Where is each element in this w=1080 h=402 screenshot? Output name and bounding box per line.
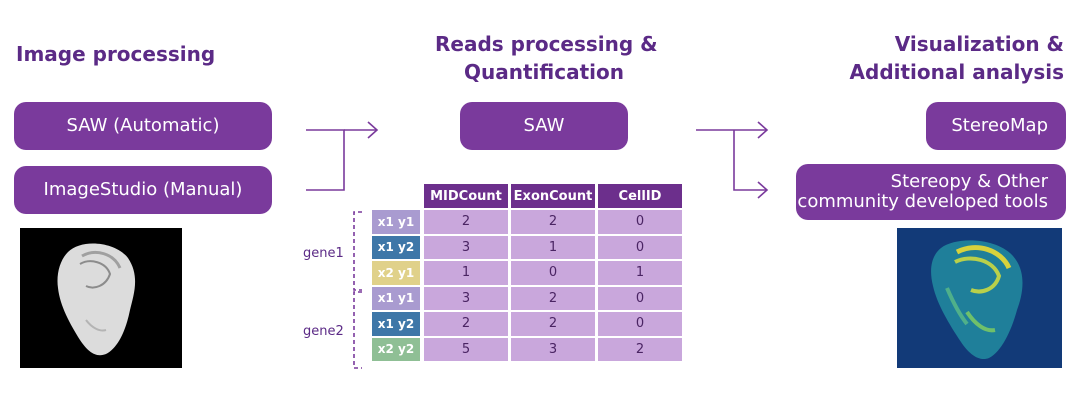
title-image-processing: Image processing [16,42,216,66]
tissue-heatmap-shape [931,240,1023,360]
matrix-row-label: x2 y2 [372,337,420,361]
matrix-cell: 3 [424,235,508,259]
matrix-row-label: x1 y1 [372,210,420,234]
stereopy-box: Stereopy & Other community developed too… [796,164,1066,220]
saw-box: SAW [460,102,628,150]
imagestudio-label: ImageStudio (Manual) [43,179,243,200]
matrix-header-exoncount: ExonCount [511,184,595,208]
matrix-cell: 0 [598,312,682,336]
matrix-row-label: x1 y2 [372,312,420,336]
title-vis-line1: Visualization & [894,32,1064,56]
matrix-header-cellid: CellID [598,184,682,208]
tissue-grayscale-image [20,228,182,368]
gene1-label: gene1 [303,246,344,261]
matrix-cell: 2 [511,312,595,336]
tissue-heatmap-image [897,228,1062,368]
stereopy-label-line2: community developed tools [797,191,1048,212]
matrix-cell: 3 [511,337,595,361]
saw-label: SAW [523,115,565,136]
matrix-cell: 5 [424,337,508,361]
saw-automatic-box: SAW (Automatic) [14,102,272,150]
right-arrow-bottom-line [733,130,766,191]
gene2-label: gene2 [303,324,344,339]
stereomap-label: StereoMap [951,115,1048,136]
stereomap-box: StereoMap [926,102,1066,150]
title-reads-line1: Reads processing & [435,32,658,56]
matrix-row-label: x1 y1 [372,286,420,310]
matrix-cell: 3 [424,286,508,310]
title-reads-line2: Quantification [464,60,624,84]
matrix-cell: 1 [424,261,508,285]
saw-automatic-label: SAW (Automatic) [66,115,220,136]
stereopy-label-line1: Stereopy & Other [890,171,1048,192]
matrix-cell: 0 [511,261,595,285]
left-arrow-head [367,121,379,139]
matrix-cell: 2 [511,210,595,234]
matrix-cell: 2 [598,337,682,361]
gene2-bracket [353,291,362,369]
matrix-header-midcount: MIDCount [424,184,508,208]
matrix-row-label: x2 y1 [372,261,420,285]
matrix-row-label: x1 y2 [372,235,420,259]
gene1-bracket [353,211,362,291]
right-arrow-top-head [757,121,769,139]
matrix-cell: 0 [598,286,682,310]
matrix-cell: 1 [511,235,595,259]
imagestudio-box: ImageStudio (Manual) [14,166,272,214]
matrix-cell: 0 [598,210,682,234]
title-vis-line2: Additional analysis [849,60,1064,84]
matrix-cell: 2 [424,312,508,336]
matrix-cell: 1 [598,261,682,285]
left-connector-line [306,129,345,191]
matrix-cell: 0 [598,235,682,259]
matrix-cell: 2 [511,286,595,310]
tissue-grayscale-shape [57,243,136,356]
matrix-cell: 2 [424,210,508,234]
right-arrow-bottom-head [757,181,769,199]
